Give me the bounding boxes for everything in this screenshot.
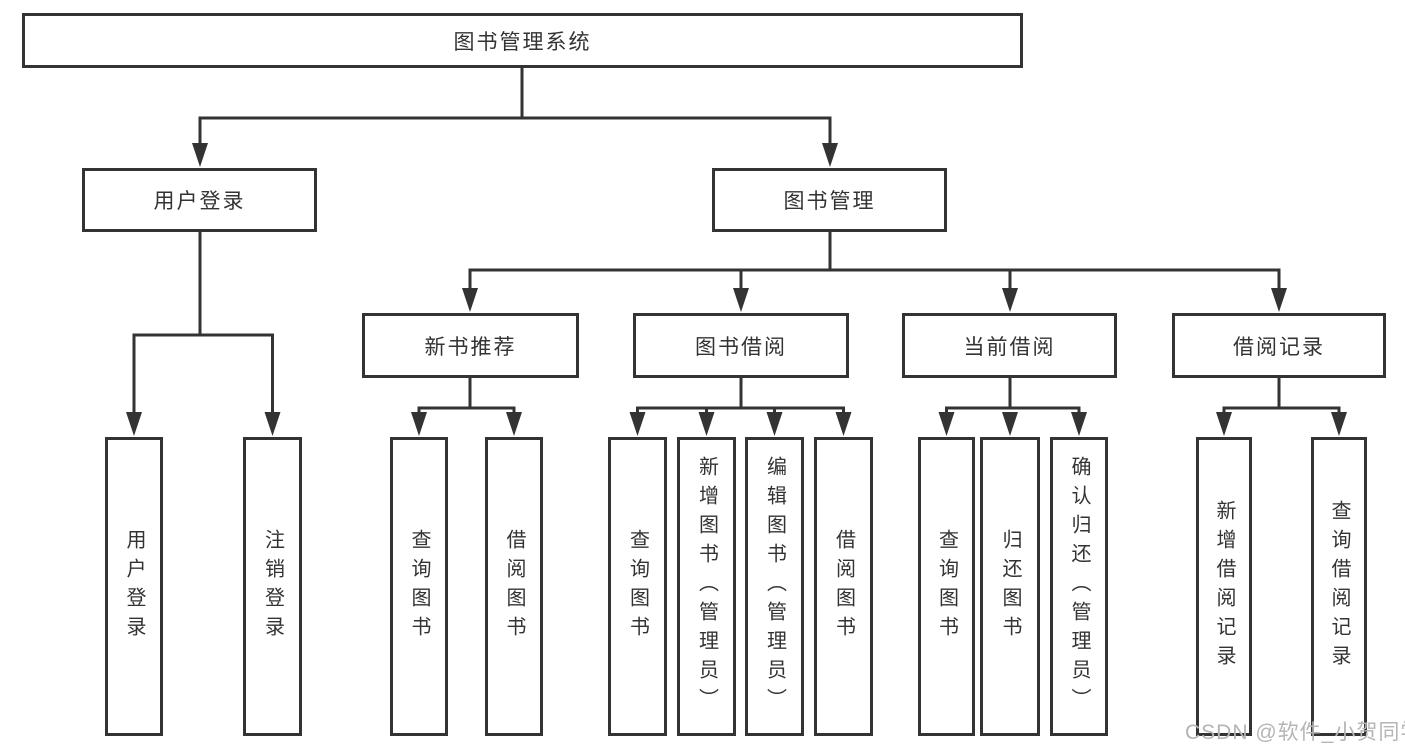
leaf-query-borrow-record: 查询借阅记录 xyxy=(1311,437,1367,736)
node-current-borrow-label: 当前借阅 xyxy=(963,335,1056,359)
node-book-management: 图书管理 xyxy=(712,168,947,232)
node-book-management-label: 图书管理 xyxy=(783,190,876,213)
leaf-add-borrow-record-label: 新增借阅记录 xyxy=(1213,499,1235,674)
node-user-login-label: 用户登录 xyxy=(153,190,246,213)
node-current-borrow: 当前借阅 xyxy=(902,313,1117,378)
node-user-login: 用户登录 xyxy=(82,168,317,232)
node-book-borrow: 图书借阅 xyxy=(633,313,849,378)
leaf-user-login-label: 用户登录 xyxy=(123,528,145,645)
leaf-query-books-current: 查询图书 xyxy=(918,437,975,736)
leaf-add-books-admin-label: 新增图书（管理员） xyxy=(695,456,718,717)
leaf-edit-books-admin: 编辑图书（管理员） xyxy=(745,437,804,736)
node-new-book-recommend: 新书推荐 xyxy=(362,313,579,378)
arrowhead-icons xyxy=(126,143,1347,436)
node-book-borrow-label: 图书借阅 xyxy=(695,335,787,359)
leaf-borrow-books-label: 借阅图书 xyxy=(832,528,855,645)
node-borrow-records: 借阅记录 xyxy=(1172,313,1386,378)
node-new-book-recommend-label: 新书推荐 xyxy=(424,335,517,359)
leaf-query-books-recommend-label: 查询图书 xyxy=(408,528,430,645)
leaf-borrow-books-recommend-label: 借阅图书 xyxy=(503,528,525,645)
leaf-logout-login: 注销登录 xyxy=(243,437,302,736)
watermark: CSDN @软件_小贺同学 xyxy=(1185,721,1405,744)
leaf-edit-books-admin-label: 编辑图书（管理员） xyxy=(763,456,786,717)
leaf-query-books-borrow: 查询图书 xyxy=(608,437,667,736)
leaf-query-borrow-record-label: 查询借阅记录 xyxy=(1328,499,1350,674)
node-borrow-records-label: 借阅记录 xyxy=(1233,335,1325,359)
leaf-query-books-current-label: 查询图书 xyxy=(935,528,958,645)
leaf-borrow-books-recommend: 借阅图书 xyxy=(485,437,543,736)
leaf-query-books-recommend: 查询图书 xyxy=(390,437,448,736)
node-root-system: 图书管理系统 xyxy=(22,13,1023,68)
leaf-logout-login-label: 注销登录 xyxy=(261,528,284,645)
leaf-add-books-admin: 新增图书（管理员） xyxy=(677,437,736,736)
leaf-add-borrow-record: 新增借阅记录 xyxy=(1196,437,1252,736)
leaf-user-login: 用户登录 xyxy=(105,437,163,736)
leaf-confirm-return-admin: 确认归还（管理员） xyxy=(1050,437,1108,736)
node-root-system-label: 图书管理系统 xyxy=(453,30,592,54)
leaf-return-books: 归还图书 xyxy=(980,437,1040,736)
leaf-query-books-borrow-label: 查询图书 xyxy=(626,528,649,645)
leaf-return-books-label: 归还图书 xyxy=(999,528,1021,645)
leaf-confirm-return-admin-label: 确认归还（管理员） xyxy=(1068,456,1090,717)
leaf-borrow-books: 借阅图书 xyxy=(814,437,873,736)
